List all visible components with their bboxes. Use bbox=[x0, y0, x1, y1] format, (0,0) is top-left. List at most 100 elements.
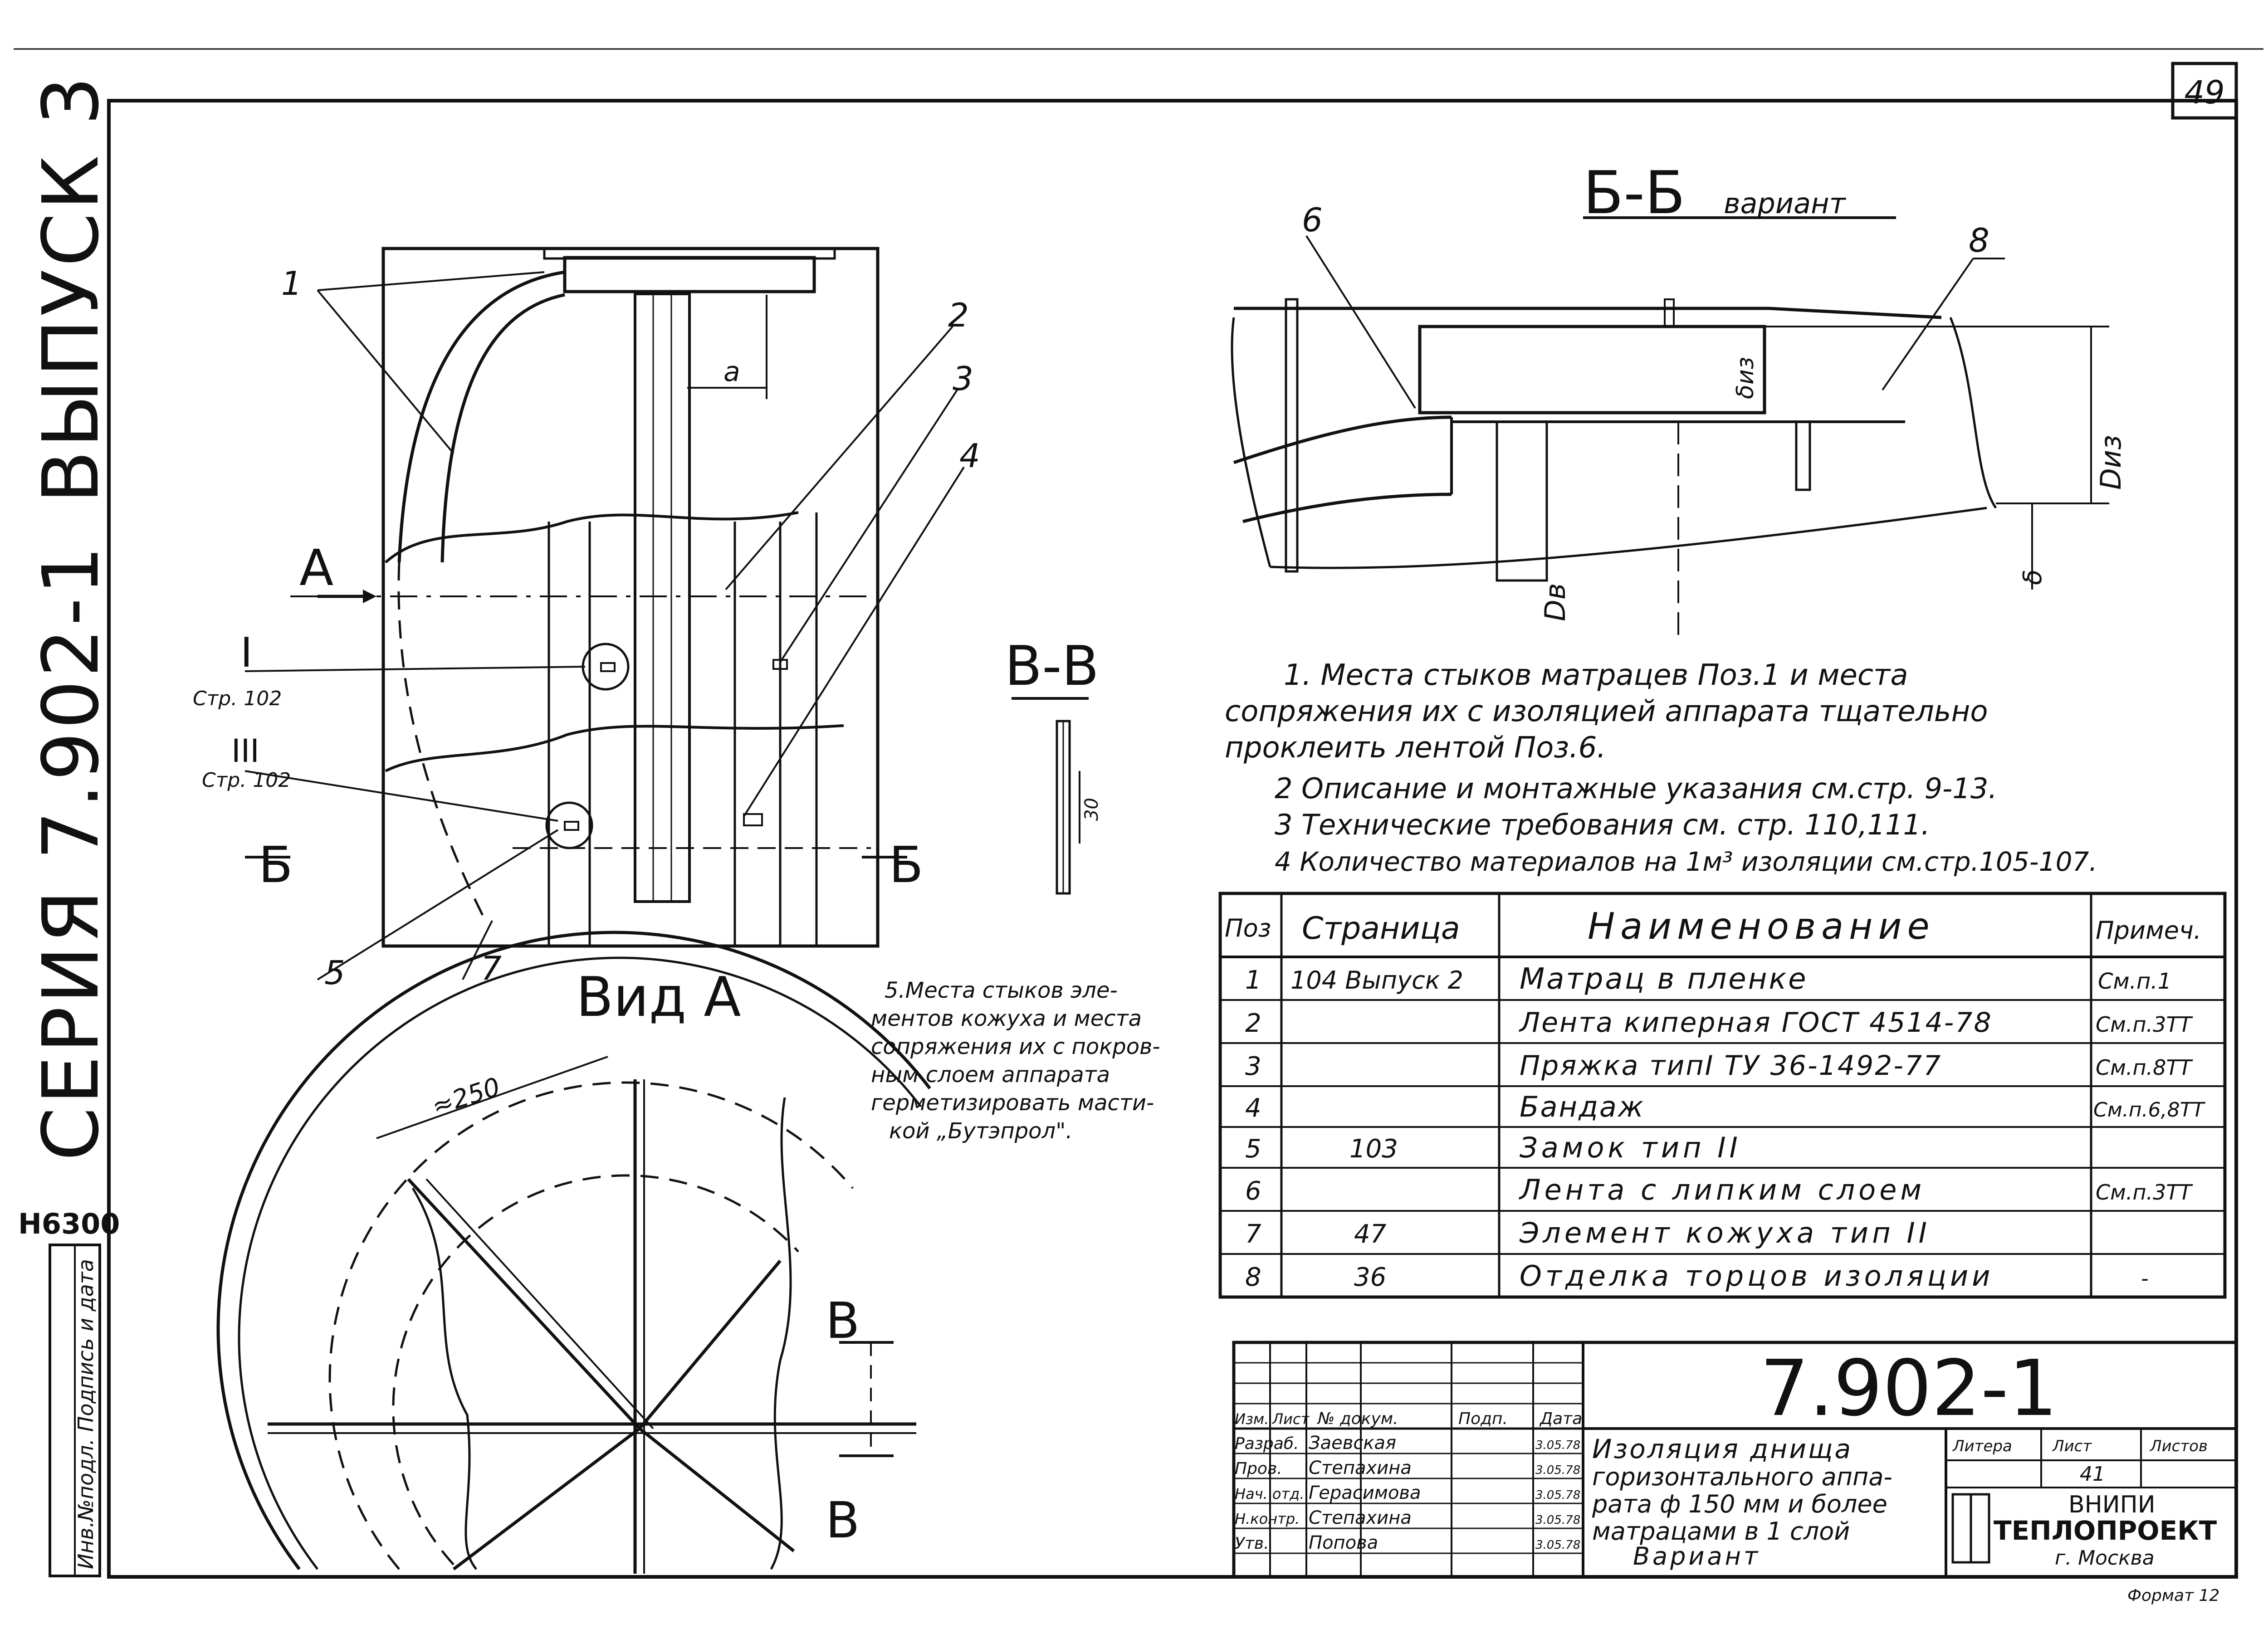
title-line-3: рата ф 150 мм и более bbox=[1592, 1490, 1887, 1518]
general-notes: 1. Места стыков матрацев Поз.1 и места с… bbox=[1225, 658, 2097, 877]
signer-5-date: 3.05.78 bbox=[1535, 1538, 1580, 1552]
section-vv bbox=[1012, 697, 1089, 895]
spec-r7-name: Элемент кожуха тип II bbox=[1519, 1216, 1931, 1249]
note5-line-3: сопряжения их с покров- bbox=[871, 1034, 1160, 1059]
spec-r2-pos: 2 bbox=[1245, 1009, 1261, 1038]
leader-3: 3 bbox=[953, 360, 973, 398]
note-line-2: сопряжения их с изоляцией аппарата тщате… bbox=[1225, 695, 1988, 728]
doc-number: 7.902-1 bbox=[1760, 1344, 2058, 1434]
spec-r5-page: 103 bbox=[1349, 1134, 1398, 1164]
tb-col-list: Лист bbox=[1272, 1410, 1310, 1428]
signer-5-name: Попова bbox=[1309, 1532, 1378, 1553]
spec-r8-name: Отделка торцов изоляции bbox=[1520, 1259, 1994, 1293]
spec-r6-note: См.п.3ТТ bbox=[2096, 1180, 2194, 1205]
note-5: 5.Места стыков эле- ментов кожуха и мест… bbox=[871, 978, 1160, 1144]
stage-header-list: Лист bbox=[2052, 1437, 2092, 1455]
dim-30: 30 bbox=[1081, 798, 1102, 821]
spec-r3-pos: 3 bbox=[1245, 1052, 1261, 1081]
spec-r4-pos: 4 bbox=[1245, 1093, 1261, 1123]
spec-r8-page: 36 bbox=[1354, 1263, 1386, 1292]
spec-rows: 1 104 Выпуск 2 Матрац в пленке См.п.1 2 … bbox=[1245, 962, 2206, 1293]
note-line-6: 4 Количество материалов на 1м³ изоляции … bbox=[1275, 846, 2097, 877]
section-vv-title: В-В bbox=[1005, 635, 1099, 698]
signer-3-role: Нач. отд. bbox=[1235, 1485, 1304, 1502]
cut-v-top: В bbox=[826, 1292, 860, 1350]
note-line-4: 2 Описание и монтажные указания см.стр. … bbox=[1275, 772, 1997, 805]
spec-r6-pos: 6 bbox=[1245, 1176, 1261, 1206]
signer-2-date: 3.05.78 bbox=[1535, 1463, 1580, 1477]
section-bb-title: Б-Б bbox=[1583, 158, 1685, 227]
series-label: СЕРИЯ 7.902-1 bbox=[26, 543, 116, 1161]
signer-1-name: Заевская bbox=[1309, 1433, 1396, 1454]
dim-dv: Dв bbox=[1539, 583, 1572, 621]
signer-4-date: 3.05.78 bbox=[1535, 1513, 1580, 1527]
arrow-a-label: А bbox=[299, 539, 333, 597]
cut-b-right: Б bbox=[889, 836, 923, 894]
spec-header-page: Страница bbox=[1302, 911, 1460, 946]
spec-r5-pos: 5 bbox=[1245, 1134, 1261, 1164]
note-line-5: 3 Технические требования см. стр. 110,11… bbox=[1275, 808, 1930, 841]
spec-r3-name: Пряжка типI ТУ 36-1492-77 bbox=[1520, 1050, 1942, 1082]
spec-r3-note: См.п.8ТТ bbox=[2096, 1055, 2194, 1080]
org-line-2: ТЕПЛОПРОЕКТ bbox=[1994, 1515, 2217, 1546]
leader-5: 5 bbox=[324, 954, 345, 992]
spec-r1-name: Матрац в пленке bbox=[1520, 962, 1808, 996]
view-a bbox=[216, 931, 931, 1574]
issue-label: ВЫПУСК 3 bbox=[26, 73, 116, 503]
spec-header-name: Наименование bbox=[1588, 905, 1935, 947]
leader-8: 8 bbox=[1969, 221, 1989, 259]
spec-r1-pos: 1 bbox=[1245, 966, 1261, 995]
callout-1-ref: Стр. 102 bbox=[193, 687, 282, 710]
stage-header-litera: Литера bbox=[1952, 1437, 2012, 1455]
signer-4-name: Степахина bbox=[1309, 1507, 1412, 1528]
callout-1: I bbox=[240, 629, 253, 677]
title-line-2: горизонтального аппа- bbox=[1592, 1463, 1892, 1491]
spec-r7-page: 47 bbox=[1354, 1219, 1387, 1249]
signer-1-role: Разраб. bbox=[1235, 1434, 1299, 1453]
title-block-headers: Изм. Лист № докум. Подп. Дата bbox=[1235, 1410, 1582, 1428]
spec-r2-note: См.п.3ТТ bbox=[2096, 1012, 2194, 1037]
note5-line-5: герметизировать масти- bbox=[871, 1090, 1154, 1116]
leader-6: 6 bbox=[1302, 201, 1323, 239]
sheet-number: 41 bbox=[2080, 1463, 2105, 1486]
spec-r1-note: См.п.1 bbox=[2098, 969, 2171, 994]
note5-line-4: ным слоем аппарата bbox=[871, 1062, 1110, 1088]
title-block bbox=[1232, 1341, 2238, 1579]
leader-1: 1 bbox=[281, 264, 302, 302]
org-city: г. Москва bbox=[2055, 1546, 2155, 1570]
page-number-box bbox=[2171, 62, 2238, 120]
main-view bbox=[244, 247, 965, 980]
signer-3-name: Герасимова bbox=[1309, 1483, 1421, 1503]
leader-4: 4 bbox=[959, 437, 980, 475]
spec-r5-name: Замок тип II bbox=[1520, 1131, 1741, 1164]
cut-b-left: Б bbox=[259, 836, 293, 894]
spec-r8-pos: 8 bbox=[1245, 1263, 1261, 1292]
note-line-1: 1. Места стыков матрацев Поз.1 и места bbox=[1284, 658, 1908, 692]
cut-v-bottom: В bbox=[826, 1491, 860, 1549]
view-a-title: Вид А bbox=[576, 966, 741, 1029]
tb-col-date: Дата bbox=[1539, 1410, 1582, 1428]
side-stamp: Инв.№подл. Подпись и дата bbox=[73, 1259, 98, 1569]
spec-r8-note: - bbox=[2141, 1266, 2149, 1291]
signer-2-name: Степахина bbox=[1309, 1458, 1412, 1478]
dim-delta: δ bbox=[2018, 570, 2048, 585]
leader-2: 2 bbox=[948, 296, 969, 334]
org-line-1: ВНИПИ bbox=[2068, 1491, 2156, 1518]
sheet-code: Н6300 bbox=[18, 1207, 120, 1240]
sheet-frame bbox=[107, 99, 2238, 1579]
note5-line-2: ментов кожуха и места bbox=[871, 1006, 1142, 1031]
title-line-4: матрацами в 1 слой bbox=[1592, 1517, 1850, 1546]
format-label: Формат 12 bbox=[2127, 1586, 2219, 1605]
callout-3-ref: Стр. 102 bbox=[202, 769, 291, 792]
note5-line-1: 5.Места стыков эле- bbox=[885, 978, 1118, 1003]
page-number: 49 bbox=[2184, 74, 2224, 111]
tb-col-izm: Изм. bbox=[1235, 1410, 1269, 1428]
section-bb-sub: вариант bbox=[1724, 187, 1847, 220]
drawing-title: Изоляция днища горизонтального аппа- рат… bbox=[1592, 1434, 1892, 1571]
tb-col-sign: Подп. bbox=[1458, 1410, 1508, 1428]
spec-r4-name: Бандаж bbox=[1520, 1090, 1645, 1123]
signer-1-date: 3.05.78 bbox=[1535, 1439, 1580, 1452]
stage-header-listov: Листов bbox=[2149, 1437, 2208, 1455]
signer-2-role: Пров. bbox=[1235, 1459, 1282, 1478]
